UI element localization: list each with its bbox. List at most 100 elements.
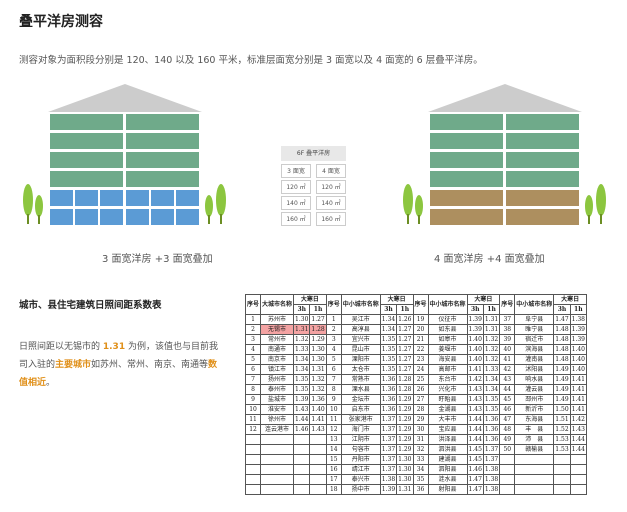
- table-cell: 1.28: [396, 384, 414, 395]
- table-cell: [553, 474, 571, 485]
- table-cell: 大丰市: [427, 414, 468, 425]
- table-cell: 赣榆县: [514, 444, 555, 455]
- table-cell: 1.36: [379, 394, 398, 405]
- table-subheader-cell: 3h: [553, 304, 571, 315]
- table-cell: 1.32: [482, 334, 501, 345]
- table-cell: 如皋市: [427, 334, 468, 345]
- table-cell: [569, 474, 588, 485]
- table-cell: 扬州市: [260, 374, 295, 385]
- para-text: 为例，该值也与目前我司入驻的: [19, 342, 218, 370]
- table-cell: 1.39: [379, 484, 398, 495]
- table-cell: 1.33: [293, 344, 311, 355]
- table-cell: 1.45: [466, 444, 484, 455]
- table-cell: 32: [412, 444, 429, 455]
- table-cell: 45: [499, 394, 516, 405]
- table-cell: 1.47: [466, 474, 484, 485]
- table-cell: 1.33: [482, 364, 501, 375]
- table-cell: 1.37: [379, 444, 398, 455]
- table-cell: 33: [412, 454, 429, 465]
- table-cell: 1.49: [553, 364, 571, 375]
- table-cell: 1.37: [379, 414, 398, 425]
- table-cell: [514, 454, 555, 465]
- table-cell: 1.46: [466, 464, 484, 475]
- table-cell: [309, 484, 327, 495]
- table-cell: 东海县: [514, 414, 555, 425]
- table-cell: 6: [325, 364, 342, 375]
- table-cell: 1.34: [482, 374, 501, 385]
- unit-option-panel: 6F 叠平洋房 3 面宽 4 面宽 120 ㎡ 120 ㎡ 140 ㎡ 140 …: [281, 146, 346, 226]
- table-cell: 1.29: [396, 414, 414, 425]
- para-highlight-similar: 数值相近: [19, 360, 218, 388]
- table-cell: 姜堰市: [427, 344, 468, 355]
- table-subheader-cell: 3h: [379, 304, 398, 315]
- left-trees: [23, 184, 226, 224]
- sunlight-table-title: 城市、县住宅建筑日照间距系数表: [19, 300, 162, 311]
- table-cell: 1.35: [482, 404, 501, 415]
- table-cell: 2: [325, 324, 342, 335]
- table-cell: 洪泽县: [427, 434, 468, 445]
- table-cell: 1.31: [396, 484, 414, 495]
- table-header-cell: 序号: [499, 294, 516, 315]
- table-cell: 1.35: [293, 374, 311, 385]
- table-cell: 阜宁县: [514, 314, 555, 325]
- table-cell: [514, 464, 555, 475]
- table-cell: 1.39: [466, 324, 484, 335]
- table-cell: [553, 464, 571, 475]
- table-cell: 4: [245, 344, 262, 355]
- table-cell: 1.39: [293, 394, 311, 405]
- table-cell: 连云港市: [260, 424, 295, 435]
- table-cell: 1.30: [293, 314, 311, 325]
- table-cell: 无锡市: [260, 324, 295, 335]
- table-cell: 1.30: [309, 354, 327, 365]
- table-cell: 1.43: [569, 424, 588, 435]
- table-cell: 1.42: [569, 414, 588, 425]
- unit-option-cell: 160 ㎡: [281, 212, 311, 226]
- table-cell: 南通市: [260, 344, 295, 355]
- table-cell: 49: [499, 434, 516, 445]
- table-cell: 1.40: [309, 404, 327, 415]
- table-cell: 1.29: [309, 334, 327, 345]
- table-cell: 1.32: [482, 344, 501, 355]
- table-cell: [569, 454, 588, 465]
- table-cell: 1.29: [396, 434, 414, 445]
- table-cell: 29: [412, 414, 429, 425]
- table-cell: 1.50: [553, 404, 571, 415]
- table-cell: 1.37: [379, 454, 398, 465]
- table-cell: 1.44: [466, 434, 484, 445]
- table-cell: 30: [412, 424, 429, 435]
- table-cell: 1.31: [293, 324, 311, 335]
- table-cell: 1.31: [482, 314, 501, 325]
- table-cell: [245, 474, 262, 485]
- table-cell: 1.29: [396, 404, 414, 415]
- table-cell: 盱眙县: [427, 394, 468, 405]
- table-cell: 1.40: [466, 334, 484, 345]
- table-cell: 37: [499, 314, 516, 325]
- table-cell: 滨海县: [514, 344, 555, 355]
- table-header-cell: 序号: [325, 294, 342, 315]
- unit-option-cell: 140 ㎡: [281, 196, 311, 210]
- table-cell: 36: [412, 484, 429, 495]
- table-cell: 20: [412, 324, 429, 335]
- table-cell: 2: [245, 324, 262, 335]
- table-cell: 张家港市: [340, 414, 381, 425]
- table-header-cell: 中小城市名称: [340, 294, 381, 315]
- table-cell: 1.48: [553, 334, 571, 345]
- left-building-green-floors: [50, 114, 199, 187]
- table-cell: 南京市: [260, 354, 295, 365]
- table-subheader-cell: 1h: [569, 304, 588, 315]
- table-cell: [309, 434, 327, 445]
- table-cell: [569, 464, 588, 475]
- table-cell: 6: [245, 364, 262, 375]
- table-cell: 1.52: [553, 424, 571, 435]
- table-cell: 1.35: [379, 334, 398, 345]
- table-cell: [245, 444, 262, 455]
- table-cell: 1.30: [309, 344, 327, 355]
- table-subheader-cell: 3h: [466, 304, 484, 315]
